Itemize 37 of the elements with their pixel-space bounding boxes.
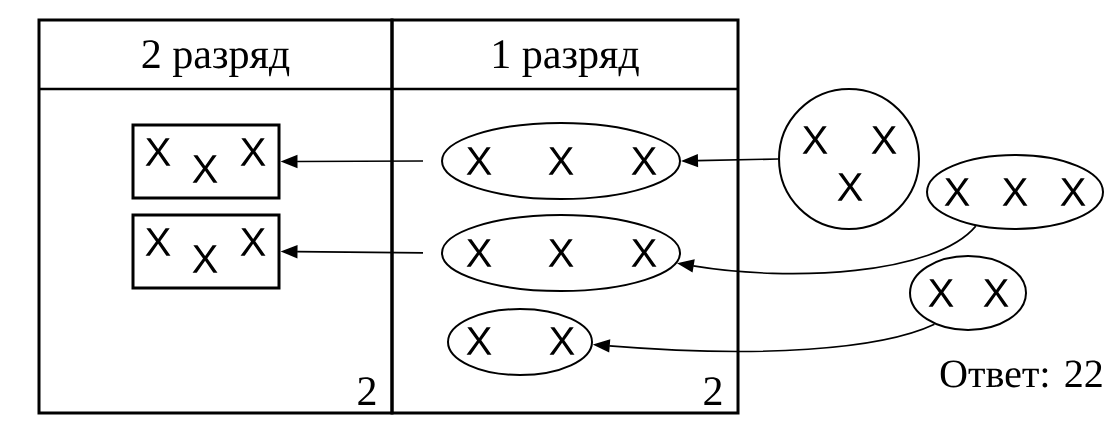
x-letter: X [631, 147, 657, 175]
grouping-box [131, 213, 281, 290]
x-letter: X [631, 239, 657, 267]
x-letter: X [548, 239, 574, 267]
table-column [390, 18, 740, 415]
table-column [37, 18, 394, 415]
x-letter: X [837, 173, 863, 201]
x-letter: X [549, 327, 575, 355]
grouping-oval [441, 214, 681, 292]
count-number: 2 [358, 377, 376, 405]
x-letter: X [1002, 178, 1028, 206]
x-letter: X [145, 228, 171, 256]
x-letter: X [548, 147, 574, 175]
grouping-circle [778, 88, 920, 230]
x-letter: X [192, 155, 218, 183]
x-letter: X [802, 126, 828, 154]
x-letter: X [145, 138, 171, 166]
grouping-oval [441, 122, 681, 200]
x-letter: X [240, 228, 266, 256]
x-letter: X [466, 239, 492, 267]
column-header: 2 разряд [142, 40, 290, 77]
x-letter: X [192, 245, 218, 273]
x-letter: X [466, 147, 492, 175]
x-letter: X [983, 279, 1009, 307]
grouping-oval [926, 154, 1104, 230]
x-letter: X [871, 126, 897, 154]
x-letter: X [928, 279, 954, 307]
column-header: 1 разряд [494, 40, 639, 77]
x-letter: X [466, 327, 492, 355]
grouping-oval [909, 255, 1027, 331]
count-number: 2 [704, 377, 722, 405]
x-letter: X [944, 178, 970, 206]
grouping-box [131, 123, 281, 200]
x-letter: X [1060, 178, 1086, 206]
x-letter: X [240, 138, 266, 166]
grouping-oval [447, 308, 593, 376]
answer-text: Ответ: 22 [940, 360, 1102, 388]
